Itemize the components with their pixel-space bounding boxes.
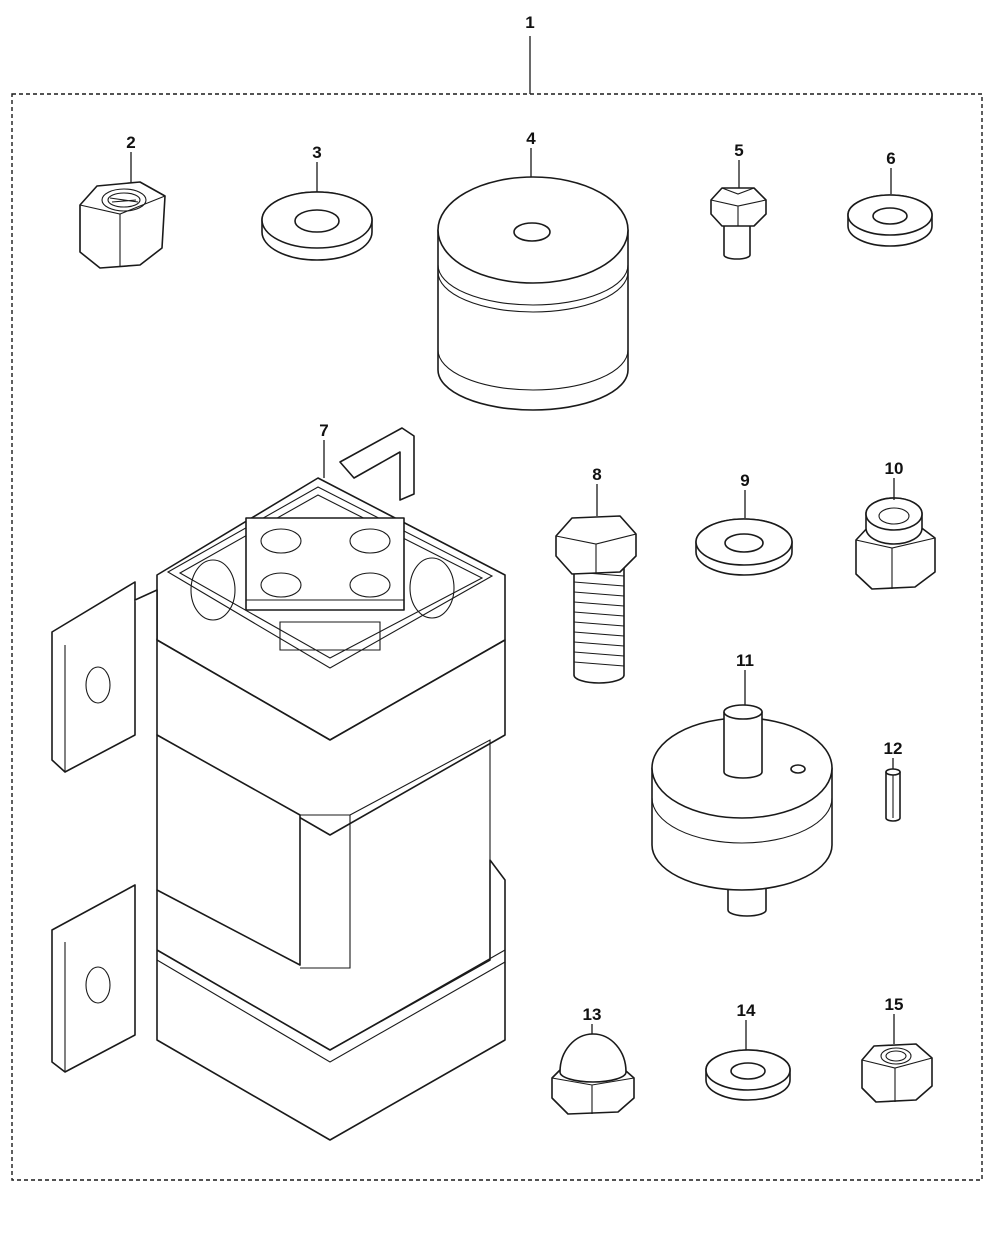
- callout-label-7: 7: [319, 421, 328, 440]
- washer-part-9: [695, 518, 793, 576]
- cylindrical-damper-part-4: [437, 176, 629, 411]
- callout-label-1: 1: [525, 13, 534, 32]
- mounting-bracket-part-7: [51, 427, 506, 1141]
- kit-assembly-border: [11, 93, 983, 1181]
- callout-label-4: 4: [526, 129, 536, 148]
- callout-label-3: 3: [312, 143, 321, 162]
- rubber-mount-part-11: [651, 704, 833, 917]
- lock-nut-part-10: [855, 497, 936, 590]
- cap-nut-part-13: [551, 1033, 635, 1115]
- callout-label-6: 6: [886, 149, 895, 168]
- callout-label-5: 5: [734, 141, 743, 160]
- hex-nut-part-2: [79, 181, 166, 269]
- callout-label-10: 10: [885, 459, 904, 478]
- callout-label-8: 8: [592, 465, 601, 484]
- roll-pin-part-12: [885, 768, 901, 822]
- callout-label-9: 9: [740, 471, 749, 490]
- flat-washer-part-3: [261, 191, 373, 261]
- callout-label-15: 15: [885, 995, 904, 1014]
- short-hex-bolt-part-5: [710, 187, 767, 260]
- callout-label-14: 14: [737, 1001, 756, 1020]
- callout-label-13: 13: [583, 1005, 602, 1024]
- small-washer-part-6: [847, 194, 933, 247]
- callout-label-2: 2: [126, 133, 135, 152]
- callout-label-12: 12: [884, 739, 903, 758]
- hex-bolt-part-8: [555, 515, 637, 684]
- washer-part-14: [705, 1049, 791, 1101]
- callout-label-11: 11: [736, 651, 754, 670]
- nut-part-15: [861, 1043, 933, 1103]
